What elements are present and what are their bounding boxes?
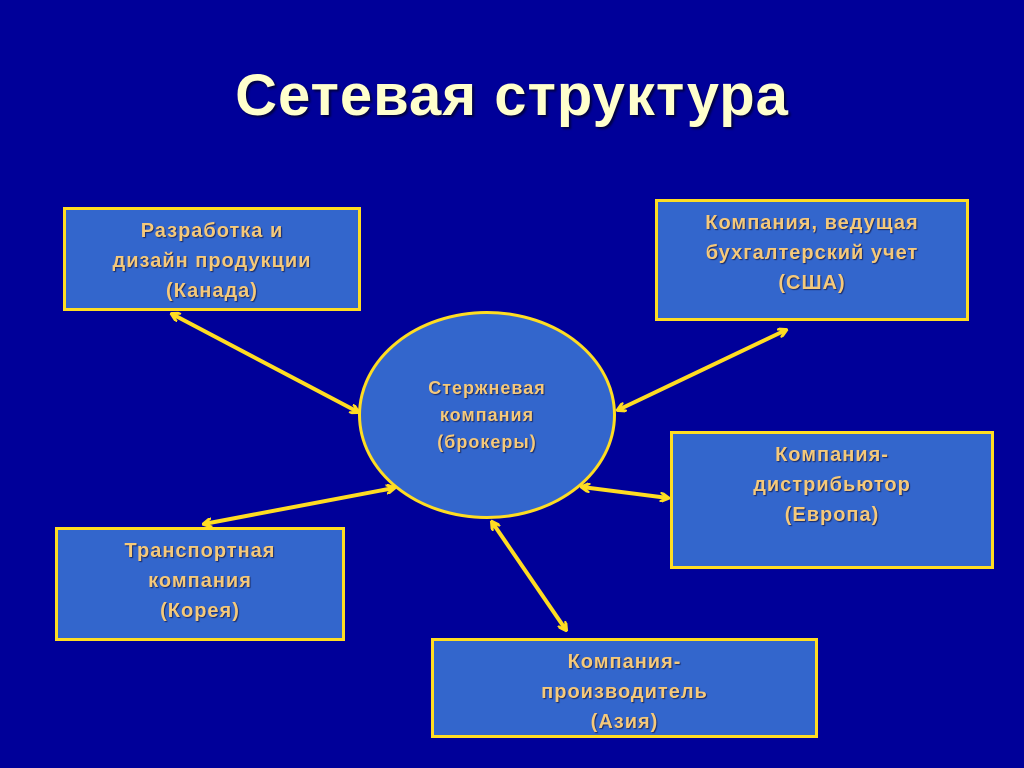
node-line: компания [148, 570, 252, 592]
center-line: Стержневая [428, 377, 546, 398]
node-line: бухгалтерский учет [705, 242, 919, 264]
arrow-manufacturer [492, 522, 566, 630]
arrow-design [172, 314, 358, 412]
node-line: Разработка и [140, 220, 284, 242]
center-line: компания [439, 404, 535, 425]
node-line: (США) [778, 272, 846, 294]
node-line: (Корея) [160, 600, 240, 622]
node-accounting: Компания, ведущая бухгалтерский учет (СШ… [655, 199, 969, 321]
core-company-ellipse: Стержневая компания (брокеры) [358, 311, 616, 519]
slide-title: Сетевая структура [235, 63, 789, 128]
arrow-accounting [618, 330, 786, 410]
node-line: дистрибьютор [753, 474, 911, 496]
node-manufacturer: Компания- производитель (Азия) [431, 638, 818, 738]
node-distributor: Компания- дистрибьютор (Европа) [670, 431, 994, 569]
node-design: Разработка и дизайн продукции (Канада) [63, 207, 361, 311]
node-line: (Азия) [590, 711, 659, 733]
node-line: (Европа) [784, 504, 880, 526]
node-line: дизайн продукции [112, 250, 312, 272]
node-line: Компания- [567, 651, 682, 673]
node-line: производитель [541, 681, 708, 703]
arrow-transport [204, 488, 394, 524]
node-transport: Транспортная компания (Корея) [55, 527, 345, 641]
center-line: (брокеры) [437, 431, 537, 452]
node-line: (Канада) [166, 280, 258, 302]
node-line: Компания- [775, 444, 889, 466]
node-line: Компания, ведущая [705, 212, 919, 234]
node-line: Транспортная [124, 540, 276, 562]
arrow-distributor [582, 487, 668, 498]
